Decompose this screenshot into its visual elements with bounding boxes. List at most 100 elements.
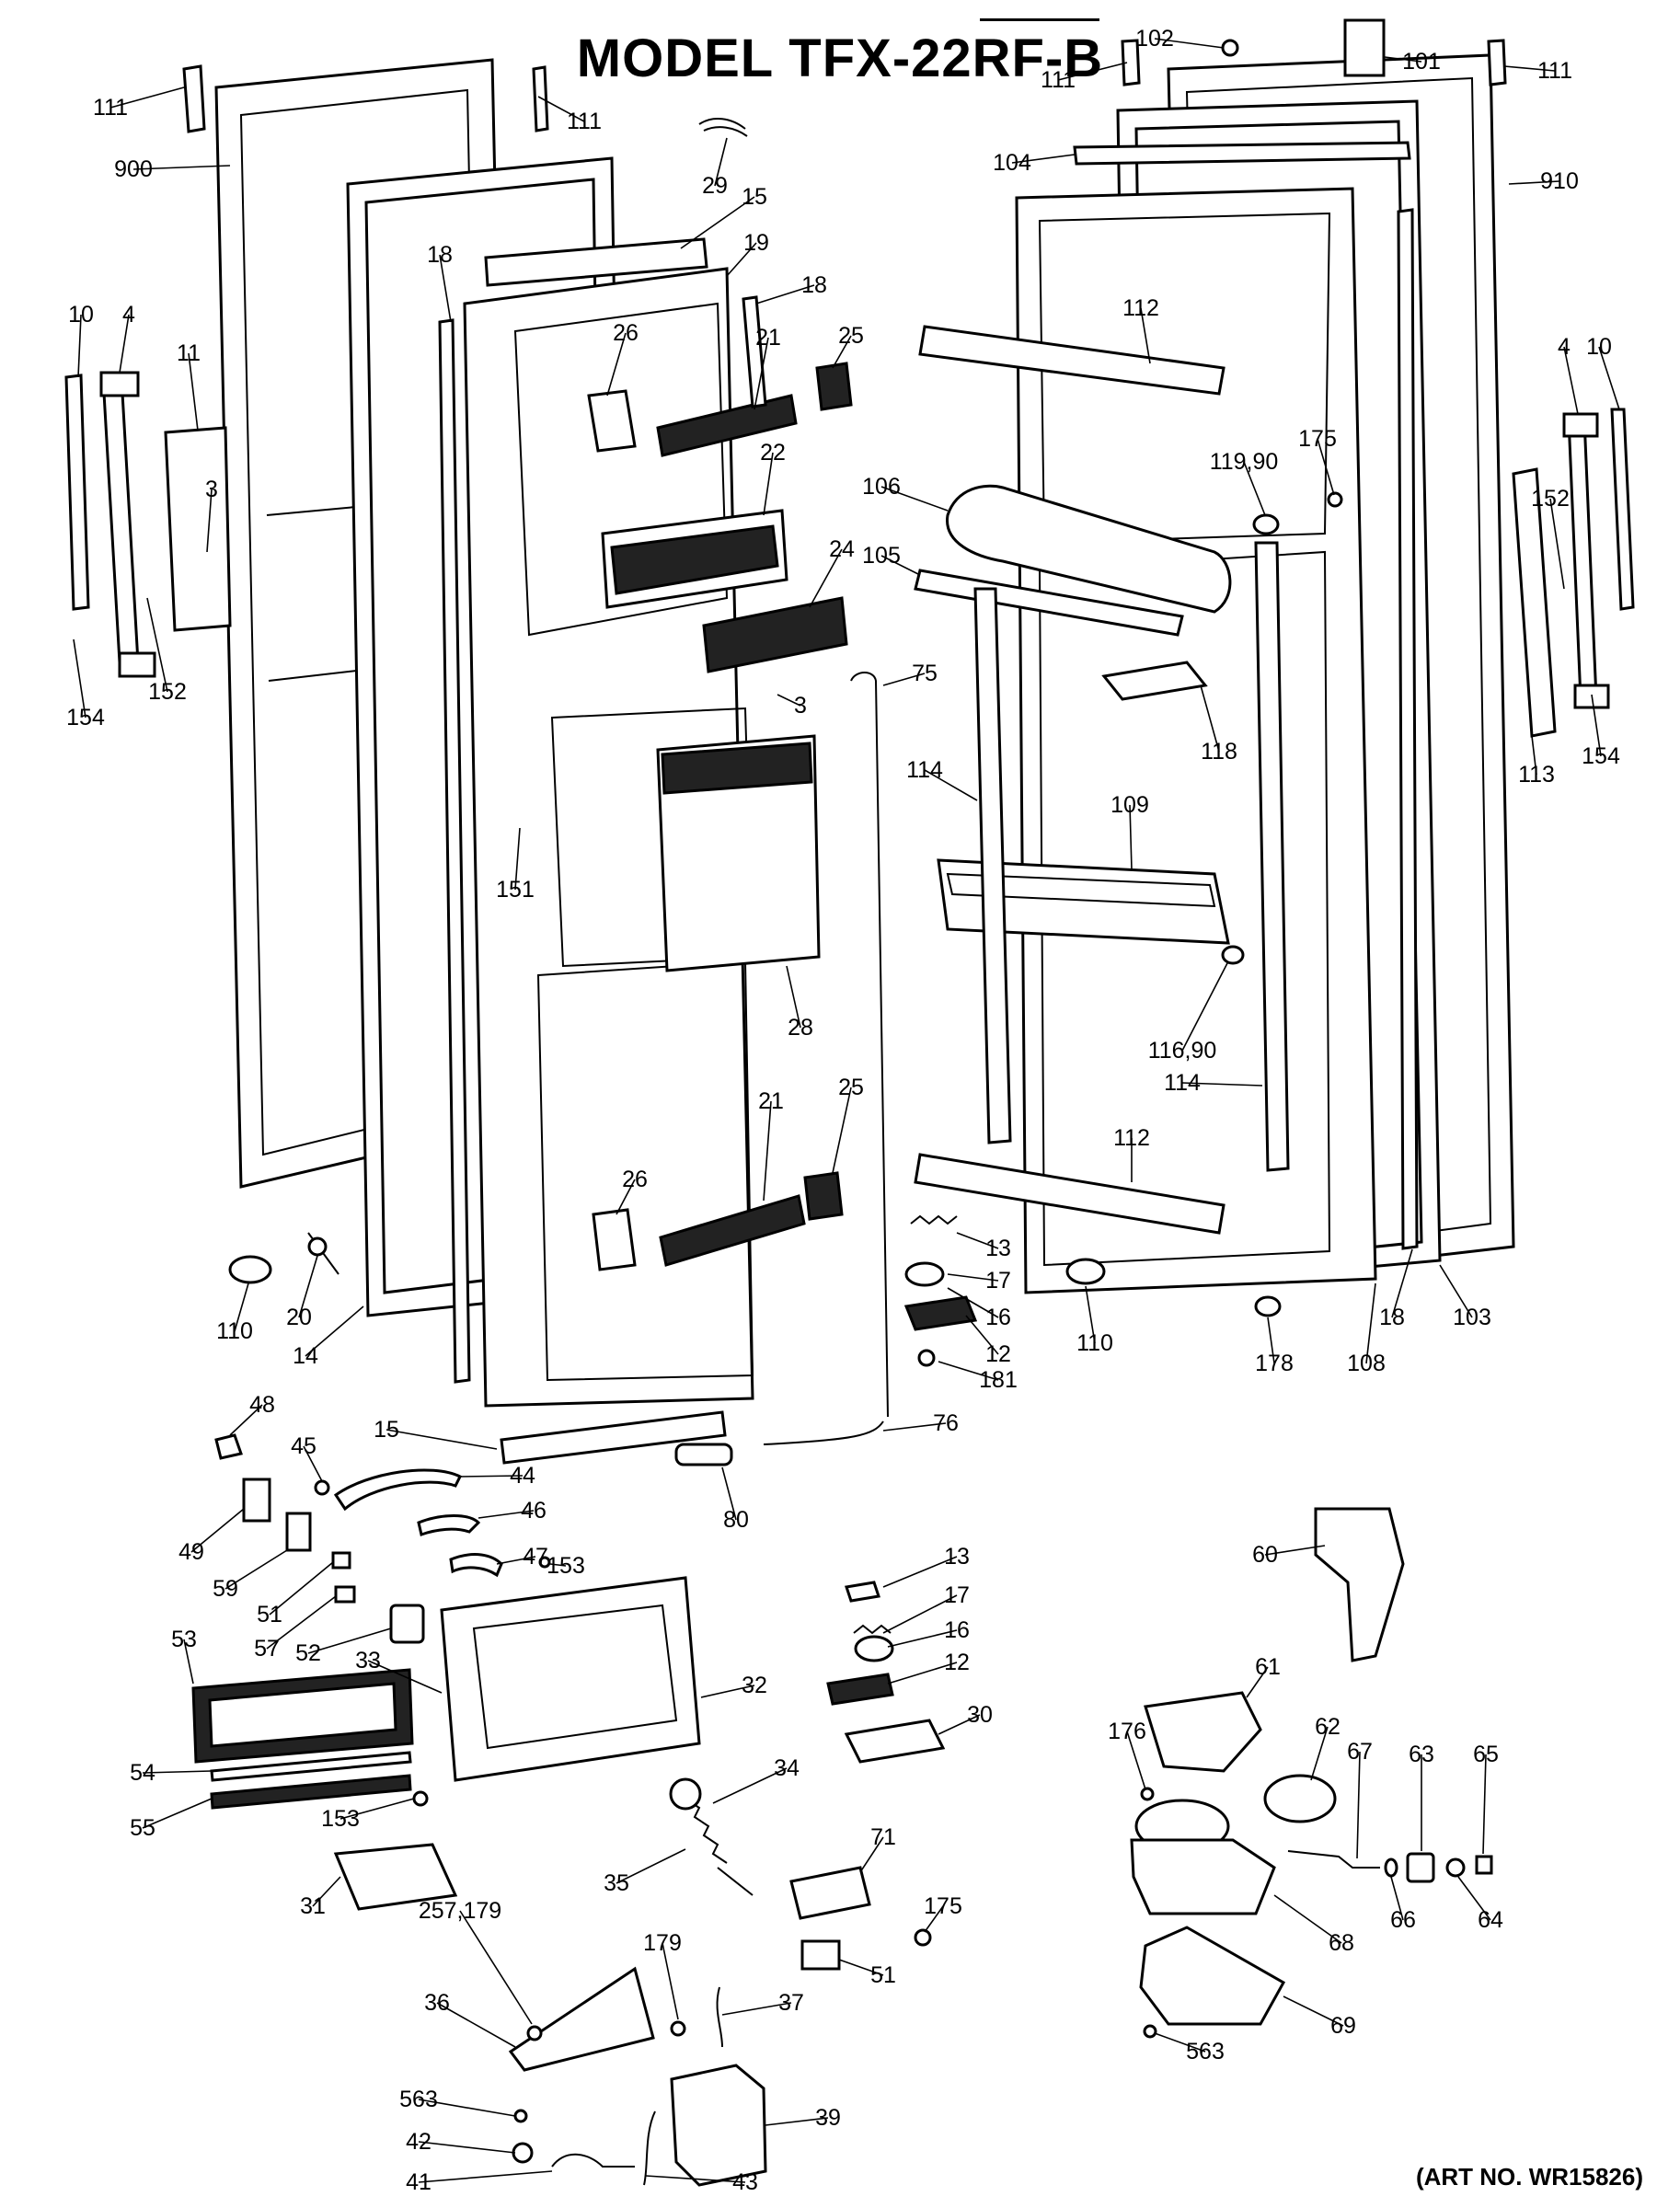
leader-c-153-a bbox=[549, 1563, 567, 1567]
callout-label: 39 bbox=[815, 2105, 841, 2131]
leader-c-60 bbox=[1264, 1545, 1326, 1556]
callout-label: 26 bbox=[613, 320, 639, 346]
leader-c-119-90 bbox=[1243, 461, 1266, 516]
callout-label: 15 bbox=[742, 184, 767, 210]
callout-label: 153 bbox=[321, 1806, 360, 1832]
callout-label: 75 bbox=[912, 661, 938, 686]
leader-c-175-a bbox=[1317, 438, 1335, 496]
callout-label: 110 bbox=[216, 1318, 253, 1344]
leader-c-55 bbox=[142, 1798, 213, 1829]
callout-label: 36 bbox=[424, 1990, 450, 2016]
tube-75 bbox=[850, 672, 889, 1418]
leader-c-47 bbox=[496, 1556, 536, 1565]
callout-label: 3 bbox=[794, 693, 807, 719]
stud-116-90 bbox=[1221, 945, 1245, 965]
callout-label: 55 bbox=[130, 1815, 155, 1841]
ice-bucket-32 bbox=[440, 1576, 701, 1782]
leader-c-111-d bbox=[1503, 65, 1556, 72]
callout-label: 51 bbox=[870, 1962, 896, 1988]
knob-63 bbox=[1406, 1852, 1435, 1883]
callout-label: 59 bbox=[213, 1576, 238, 1602]
leader-c-15-b bbox=[385, 1429, 498, 1450]
callout-label: 109 bbox=[1110, 792, 1149, 818]
callout-label: 28 bbox=[788, 1015, 813, 1041]
leader-c-910 bbox=[1508, 180, 1560, 185]
door-stop-110-left bbox=[228, 1255, 272, 1284]
leader-c-108 bbox=[1365, 1282, 1376, 1364]
callout-label: 26 bbox=[622, 1167, 648, 1192]
door-trim-15-top bbox=[484, 237, 708, 287]
leader-c-257-179 bbox=[459, 1910, 533, 2025]
leader-c-42 bbox=[418, 2141, 516, 2154]
callout-label: 80 bbox=[723, 1507, 749, 1533]
screw-563-a bbox=[513, 2109, 528, 2123]
leader-c-62 bbox=[1310, 1726, 1329, 1781]
crank-41 bbox=[551, 2153, 635, 2168]
callout-label: 12 bbox=[944, 1650, 970, 1675]
callout-label: 63 bbox=[1409, 1742, 1434, 1767]
leader-c-36 bbox=[436, 2002, 516, 2048]
leader-c-181 bbox=[938, 1361, 999, 1381]
callout-label: 153 bbox=[547, 1553, 585, 1579]
leader-c-16-a bbox=[947, 1287, 999, 1318]
housing-68 bbox=[1130, 1799, 1276, 1915]
callout-label: 111 bbox=[1041, 67, 1076, 93]
callout-label: 61 bbox=[1255, 1654, 1281, 1680]
door-stop-18-left bbox=[438, 318, 471, 1384]
callout-label: 51 bbox=[257, 1602, 282, 1627]
leader-c-563-a bbox=[418, 2099, 516, 2117]
callout-label: 257,179 bbox=[419, 1898, 501, 1924]
leader-c-114-b bbox=[1181, 1082, 1263, 1087]
callout-label: 54 bbox=[130, 1760, 155, 1786]
leader-c-17-b bbox=[882, 1594, 958, 1634]
hinge-cover-111-right-b bbox=[1487, 39, 1507, 86]
shelf-bar-21-lower bbox=[659, 1194, 806, 1267]
wire-43 bbox=[643, 2110, 656, 2186]
leader-c-154-a bbox=[73, 638, 86, 719]
leader-c-105 bbox=[880, 555, 921, 576]
callout-label: 101 bbox=[1402, 49, 1441, 75]
leader-c-563-b bbox=[1154, 2032, 1206, 2053]
leader-c-110-a bbox=[234, 1282, 249, 1332]
leader-c-46 bbox=[478, 1510, 535, 1519]
callout-label: 900 bbox=[114, 156, 153, 182]
leader-c-10-a bbox=[77, 314, 82, 378]
callout-label: 17 bbox=[944, 1582, 970, 1608]
switch-51-left bbox=[331, 1551, 351, 1570]
screw-175-upper bbox=[1327, 491, 1343, 508]
leader-c-34 bbox=[712, 1767, 788, 1804]
callout-label: 43 bbox=[732, 2169, 758, 2195]
callout-label: 103 bbox=[1453, 1305, 1491, 1330]
leader-c-64 bbox=[1457, 1876, 1491, 1921]
leader-c-10-b bbox=[1598, 346, 1620, 410]
leader-c-114-a bbox=[924, 769, 978, 801]
leader-lines bbox=[73, 38, 1620, 2183]
callout-label: 68 bbox=[1329, 1930, 1354, 1956]
leader-c-12-b bbox=[887, 1662, 958, 1685]
leader-c-52 bbox=[307, 1627, 392, 1654]
callout-label: 17 bbox=[985, 1268, 1011, 1294]
callout-label: 34 bbox=[774, 1755, 800, 1781]
door-bin-109 bbox=[937, 858, 1230, 945]
callout-label: 53 bbox=[171, 1627, 197, 1652]
handle-plate-113 bbox=[1512, 467, 1557, 738]
door-stop-110-right bbox=[1065, 1258, 1106, 1285]
leader-c-30 bbox=[938, 1714, 981, 1735]
screw-257-179 bbox=[526, 2025, 543, 2041]
leader-c-3-a bbox=[206, 489, 213, 553]
screw-563-b bbox=[1143, 2024, 1157, 2039]
leader-c-110-b bbox=[1085, 1285, 1096, 1344]
callout-label: 20 bbox=[286, 1305, 312, 1330]
leader-c-29 bbox=[714, 137, 728, 187]
cover-52 bbox=[389, 1604, 425, 1644]
leader-c-26-b bbox=[616, 1179, 636, 1215]
leader-c-66 bbox=[1390, 1876, 1404, 1921]
leader-c-48 bbox=[229, 1404, 263, 1436]
leader-c-51-a bbox=[269, 1561, 334, 1616]
callout-label: 154 bbox=[66, 705, 105, 730]
callout-label: 111 bbox=[1537, 58, 1572, 84]
leader-c-111-a bbox=[109, 86, 185, 109]
leader-c-18-b bbox=[755, 284, 815, 305]
wire-37 bbox=[716, 1986, 723, 2048]
handle-bar-4-left bbox=[99, 371, 156, 678]
